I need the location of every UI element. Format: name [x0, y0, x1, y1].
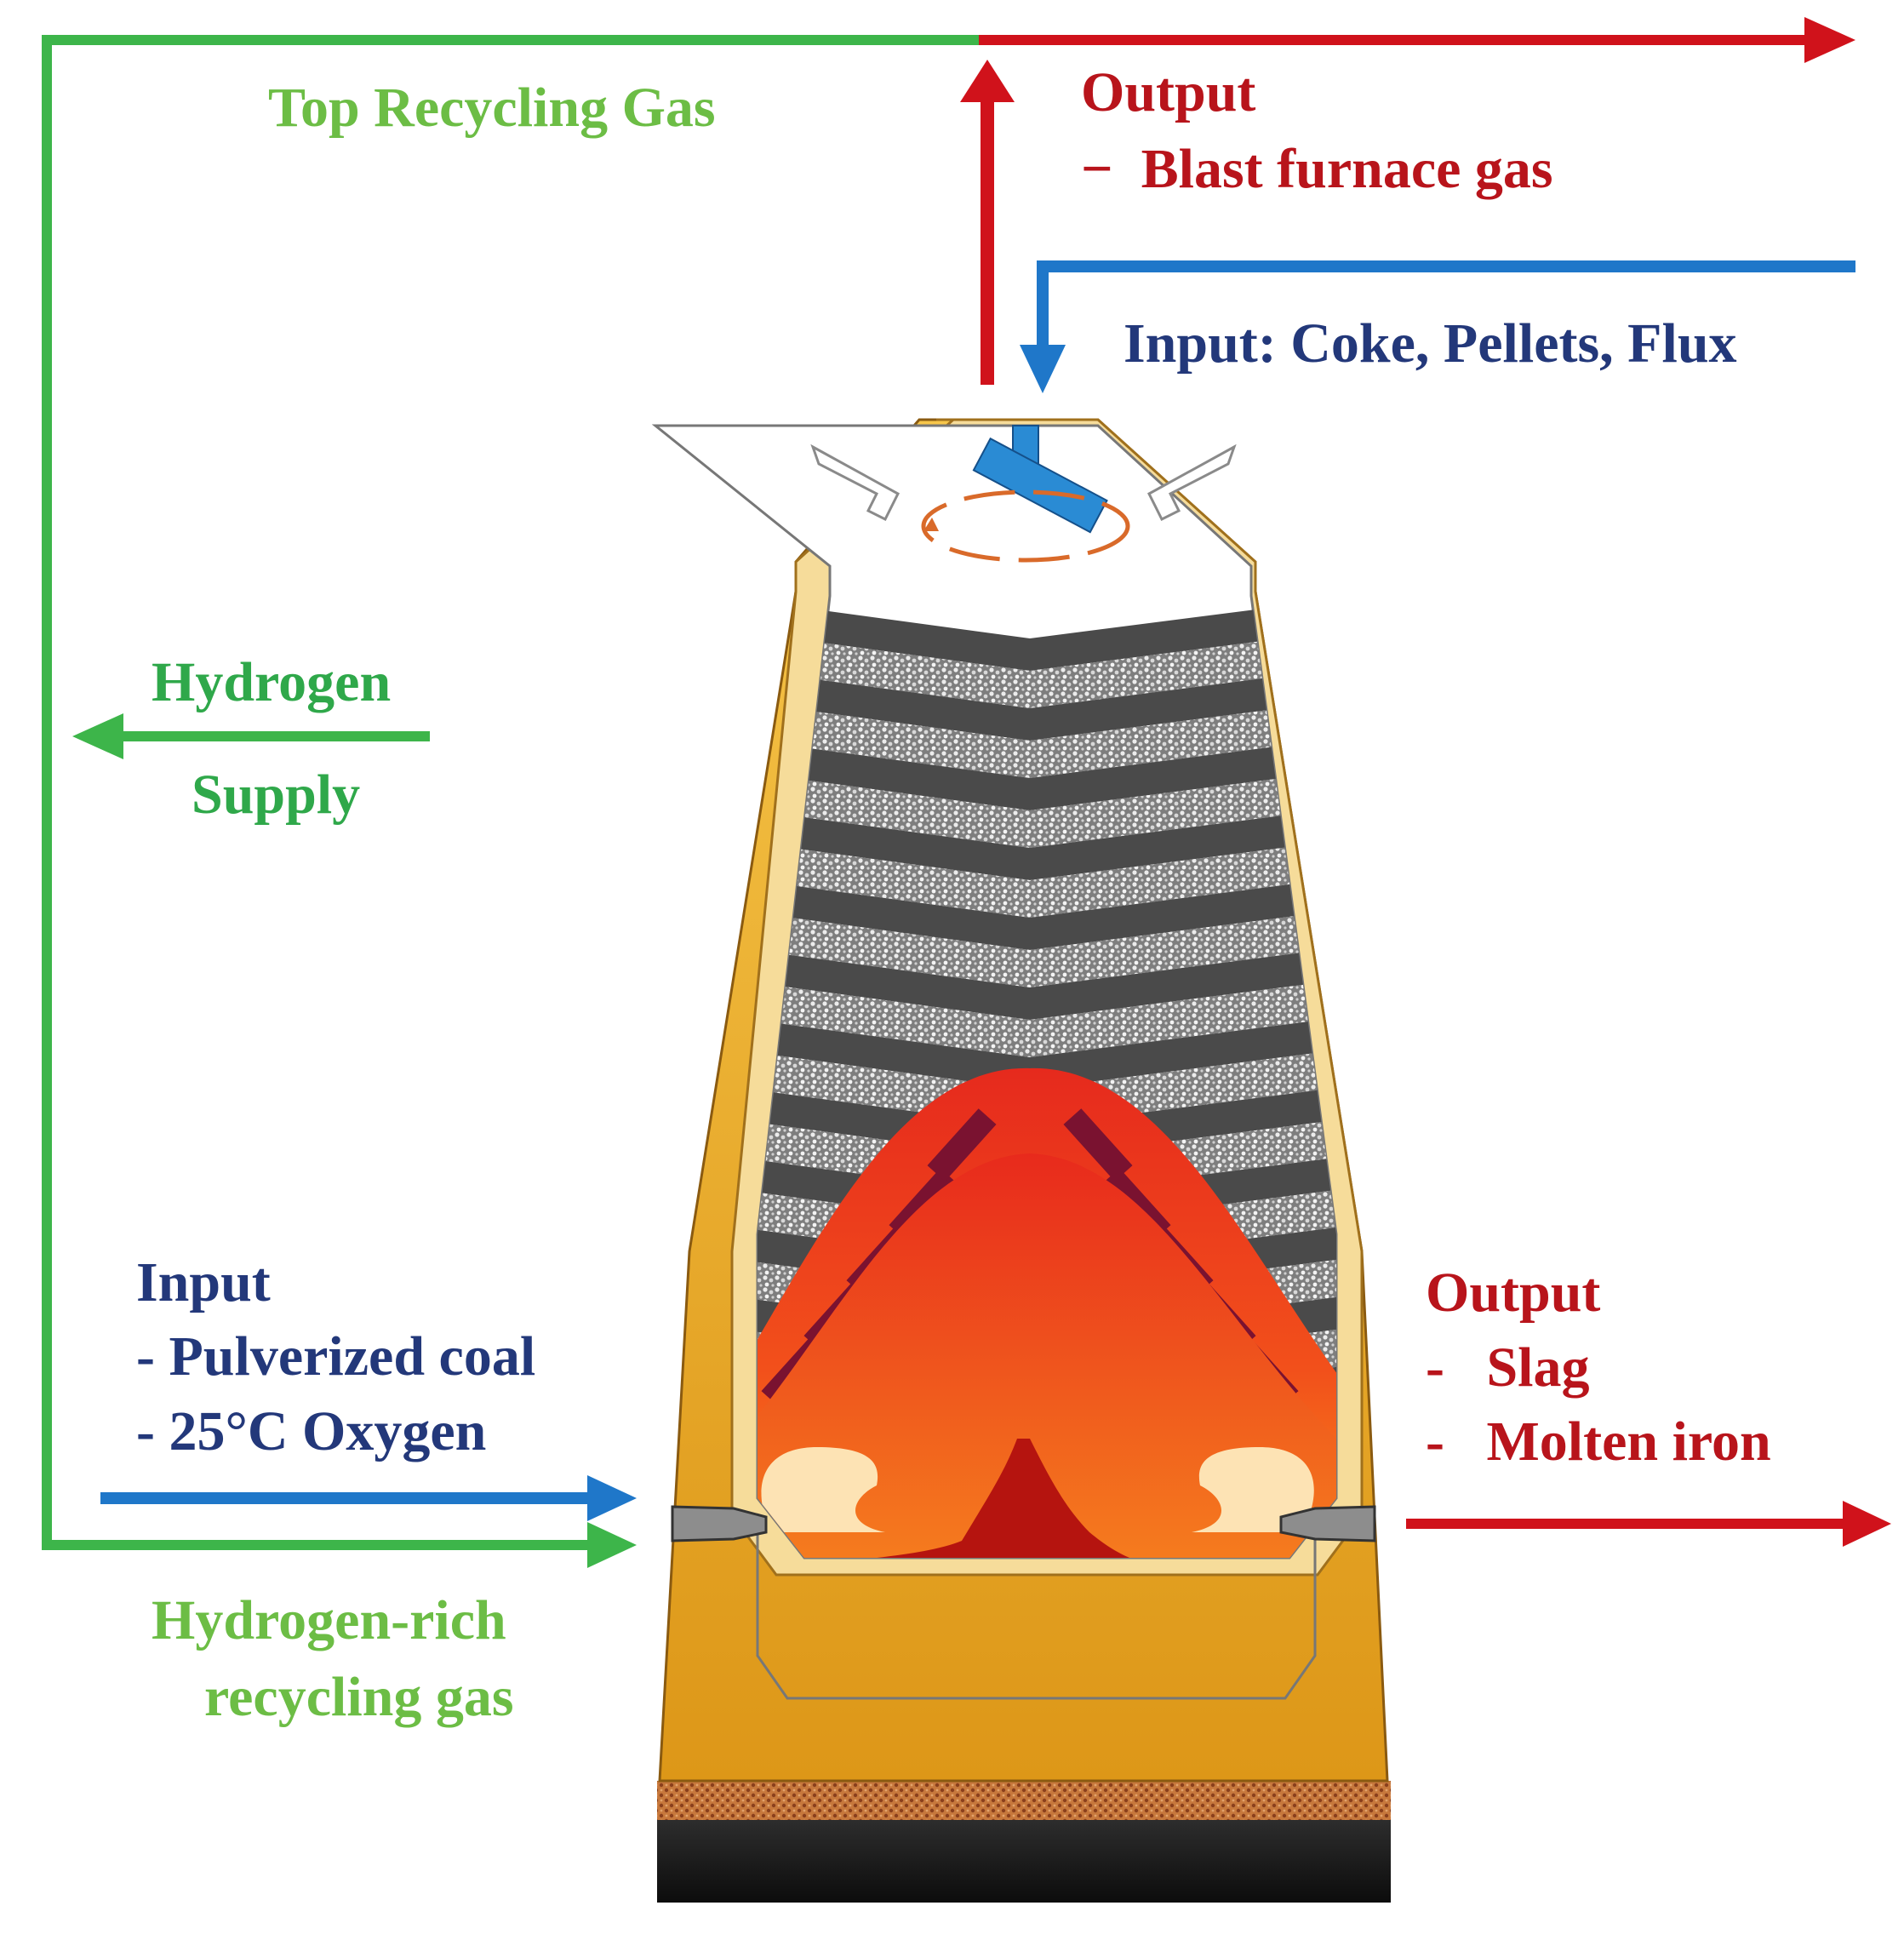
dripping-zone: [732, 1153, 1336, 1558]
tuyere-left: [671, 1505, 768, 1542]
coke-layer: [715, 666, 1336, 741]
hearth-outline: [756, 1515, 1317, 1700]
ore-layer: [715, 768, 1336, 848]
coke-layer: [715, 735, 1336, 810]
flow-arrows: [42, 17, 1891, 1568]
raceway-left: [761, 1447, 885, 1532]
output-right-title: Output: [1426, 1262, 1600, 1324]
ore-layer: [715, 838, 1336, 918]
recycle-loop-arrowhead: [587, 1522, 637, 1568]
supply-label: Supply: [192, 764, 360, 826]
coke-layer: [715, 945, 1336, 1020]
melt-band: [1063, 1108, 1133, 1182]
output-top-title: Output: [1081, 61, 1255, 123]
uptake-left: [810, 444, 900, 522]
ore-layer: [715, 698, 1336, 778]
recycling-gas-label: recycling gas: [204, 1666, 514, 1728]
ore-layer: [715, 628, 1336, 708]
melt-band: [927, 1108, 997, 1182]
coal-oxygen-input-arrowhead: [587, 1475, 637, 1521]
furnace: [651, 418, 1391, 1903]
input-left-item1: - Pulverized coal: [136, 1325, 535, 1388]
coke-layer: [715, 596, 1336, 671]
input-top-label: Input: Coke, Pellets, Flux: [1124, 312, 1737, 375]
rotating-chute: [972, 437, 1108, 534]
output-right-item2: - Molten iron: [1426, 1411, 1771, 1473]
ore-layer: [715, 977, 1336, 1057]
output-right-item1: - Slag: [1426, 1336, 1590, 1399]
coke-layer: [715, 805, 1336, 880]
hydrogen-rich-label: Hydrogen-rich: [152, 1589, 506, 1651]
burden-layers: [715, 596, 1336, 1558]
bfg-output-arrowhead: [1804, 17, 1855, 63]
hydrogen-label: Hydrogen: [152, 651, 391, 713]
raceway-right: [1192, 1447, 1314, 1532]
charge-input-line: [1037, 260, 1855, 353]
tuyere-right: [1279, 1505, 1376, 1542]
ore-layer: [715, 907, 1336, 987]
labels: Top Recycling Gas Output − Blast furnace…: [136, 61, 1771, 1728]
bfg-riser-arrowhead: [960, 60, 1015, 102]
coke-layer: [715, 875, 1336, 950]
rotation-arrowhead: [923, 518, 939, 531]
recycle-loop-line: [42, 35, 979, 1550]
uptake-right: [1147, 444, 1237, 522]
deadman: [758, 1439, 1336, 1558]
hydrogen-supply-arrowhead: [72, 713, 123, 759]
top-recycling-gas-label: Top Recycling Gas: [268, 77, 716, 139]
refractory-brick-layer: [657, 1781, 1391, 1820]
rotation-indicator: [921, 489, 1130, 563]
input-left-item2: - 25°C Oxygen: [136, 1400, 486, 1462]
output-top-item: − Blast furnace gas: [1081, 138, 1553, 200]
input-left-title: Input: [136, 1251, 271, 1313]
hearth-base: [657, 1817, 1391, 1903]
charge-input-arrowhead: [1020, 345, 1066, 393]
slag-iron-output-arrowhead: [1843, 1501, 1891, 1547]
